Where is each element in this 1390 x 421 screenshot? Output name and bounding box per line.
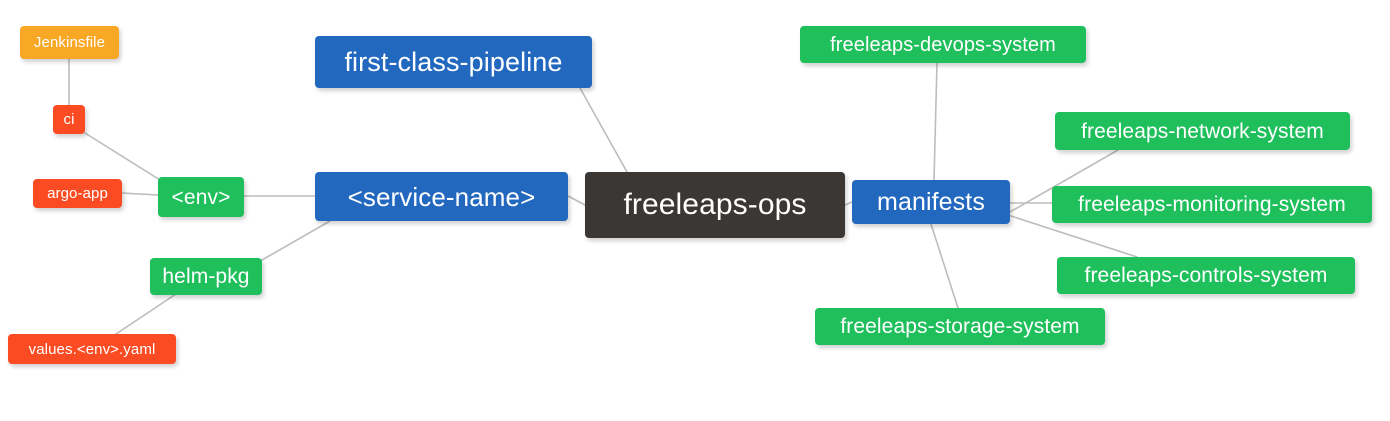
edge-helm-to-values xyxy=(115,293,177,335)
node-label-devops: freeleaps-devops-system xyxy=(830,33,1056,56)
node-devops[interactable]: freeleaps-devops-system xyxy=(800,26,1086,63)
node-label-jenkinsfile: Jenkinsfile xyxy=(33,34,106,51)
node-label-ci: ci xyxy=(63,111,75,128)
node-label-argo: argo-app xyxy=(47,185,108,202)
node-storage[interactable]: freeleaps-storage-system xyxy=(815,308,1105,345)
node-service[interactable]: <service-name> xyxy=(315,172,568,221)
node-label-monitoring: freeleaps-monitoring-system xyxy=(1078,193,1346,216)
edge-manifests-to-controls xyxy=(1007,214,1138,258)
node-manifests[interactable]: manifests xyxy=(852,180,1010,224)
node-label-helm: helm-pkg xyxy=(162,265,250,288)
node-ci[interactable]: ci xyxy=(53,105,85,134)
node-label-storage: freeleaps-storage-system xyxy=(840,315,1080,338)
node-monitoring[interactable]: freeleaps-monitoring-system xyxy=(1052,186,1372,223)
edges-group xyxy=(68,58,1138,335)
node-pipeline[interactable]: first-class-pipeline xyxy=(315,36,592,88)
node-label-root: freeleaps-ops xyxy=(623,188,807,221)
edge-env-to-argo xyxy=(121,192,159,196)
edge-env-to-ci xyxy=(84,132,161,181)
edge-manifests-to-network xyxy=(1009,149,1119,213)
edge-root-to-pipeline xyxy=(579,87,628,173)
node-label-pipeline: first-class-pipeline xyxy=(344,46,563,77)
edge-root-to-service xyxy=(567,195,586,206)
edge-manifests-to-storage xyxy=(930,223,959,309)
node-argo[interactable]: argo-app xyxy=(33,179,122,208)
edge-service-to-helm xyxy=(261,220,331,261)
node-values[interactable]: values.<env>.yaml xyxy=(8,334,176,364)
node-label-values: values.<env>.yaml xyxy=(28,340,156,358)
node-label-manifests: manifests xyxy=(877,187,985,216)
node-helm[interactable]: helm-pkg xyxy=(150,258,262,295)
node-label-env: <env> xyxy=(171,185,231,209)
node-jenkinsfile[interactable]: Jenkinsfile xyxy=(20,26,119,59)
edge-manifests-to-devops xyxy=(933,62,938,181)
node-label-network: freeleaps-network-system xyxy=(1081,119,1324,143)
node-root[interactable]: freeleaps-ops xyxy=(585,172,845,238)
node-label-service: <service-name> xyxy=(347,181,536,212)
node-env[interactable]: <env> xyxy=(158,177,244,217)
node-controls[interactable]: freeleaps-controls-system xyxy=(1057,257,1355,294)
node-network[interactable]: freeleaps-network-system xyxy=(1055,112,1350,150)
node-label-controls: freeleaps-controls-system xyxy=(1084,264,1328,287)
edge-root-to-manifests xyxy=(844,201,853,206)
